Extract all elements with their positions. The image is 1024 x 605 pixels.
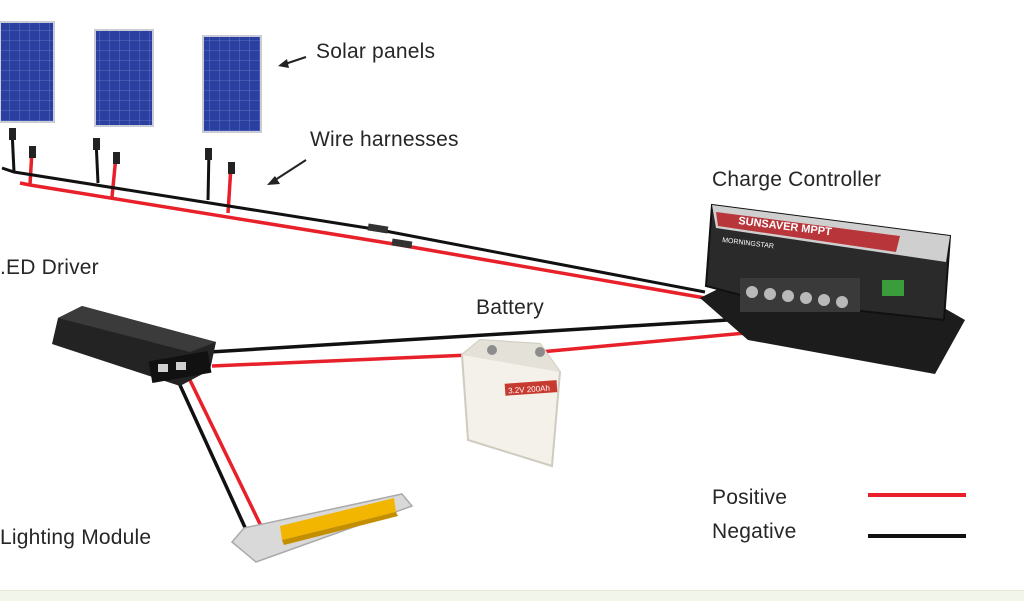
lighting-module-device: [230, 493, 414, 563]
label-lighting-module: Lighting Module: [0, 526, 152, 549]
legend-positive-label: Positive: [712, 486, 788, 509]
battery-spec: 3.2V 200Ah: [508, 384, 550, 396]
battery-device: 3.2V 200Ah: [460, 338, 562, 468]
charge-controller-device: SUNSAVER MPPT MORNINGSTAR: [700, 203, 965, 374]
solar-panel-1: [0, 21, 55, 123]
label-battery: Battery: [476, 296, 544, 319]
label-led-driver: .ED Driver: [0, 256, 99, 279]
label-solar-panels: Solar panels: [316, 40, 436, 63]
solar-panel-2: [94, 29, 154, 127]
terminal-block: [740, 278, 860, 312]
panel-leads: [9, 128, 235, 214]
legend: [868, 493, 966, 538]
label-charge-controller: Charge Controller: [712, 168, 882, 191]
label-wire-harnesses: Wire harnesses: [310, 128, 459, 151]
solar-panel-3: [202, 35, 262, 133]
bottom-border: [0, 590, 1024, 601]
pointer-arrows: [267, 56, 307, 185]
wire-harness: [1, 166, 706, 300]
legend-negative-label: Negative: [712, 520, 797, 543]
led-driver-device: [52, 306, 216, 386]
